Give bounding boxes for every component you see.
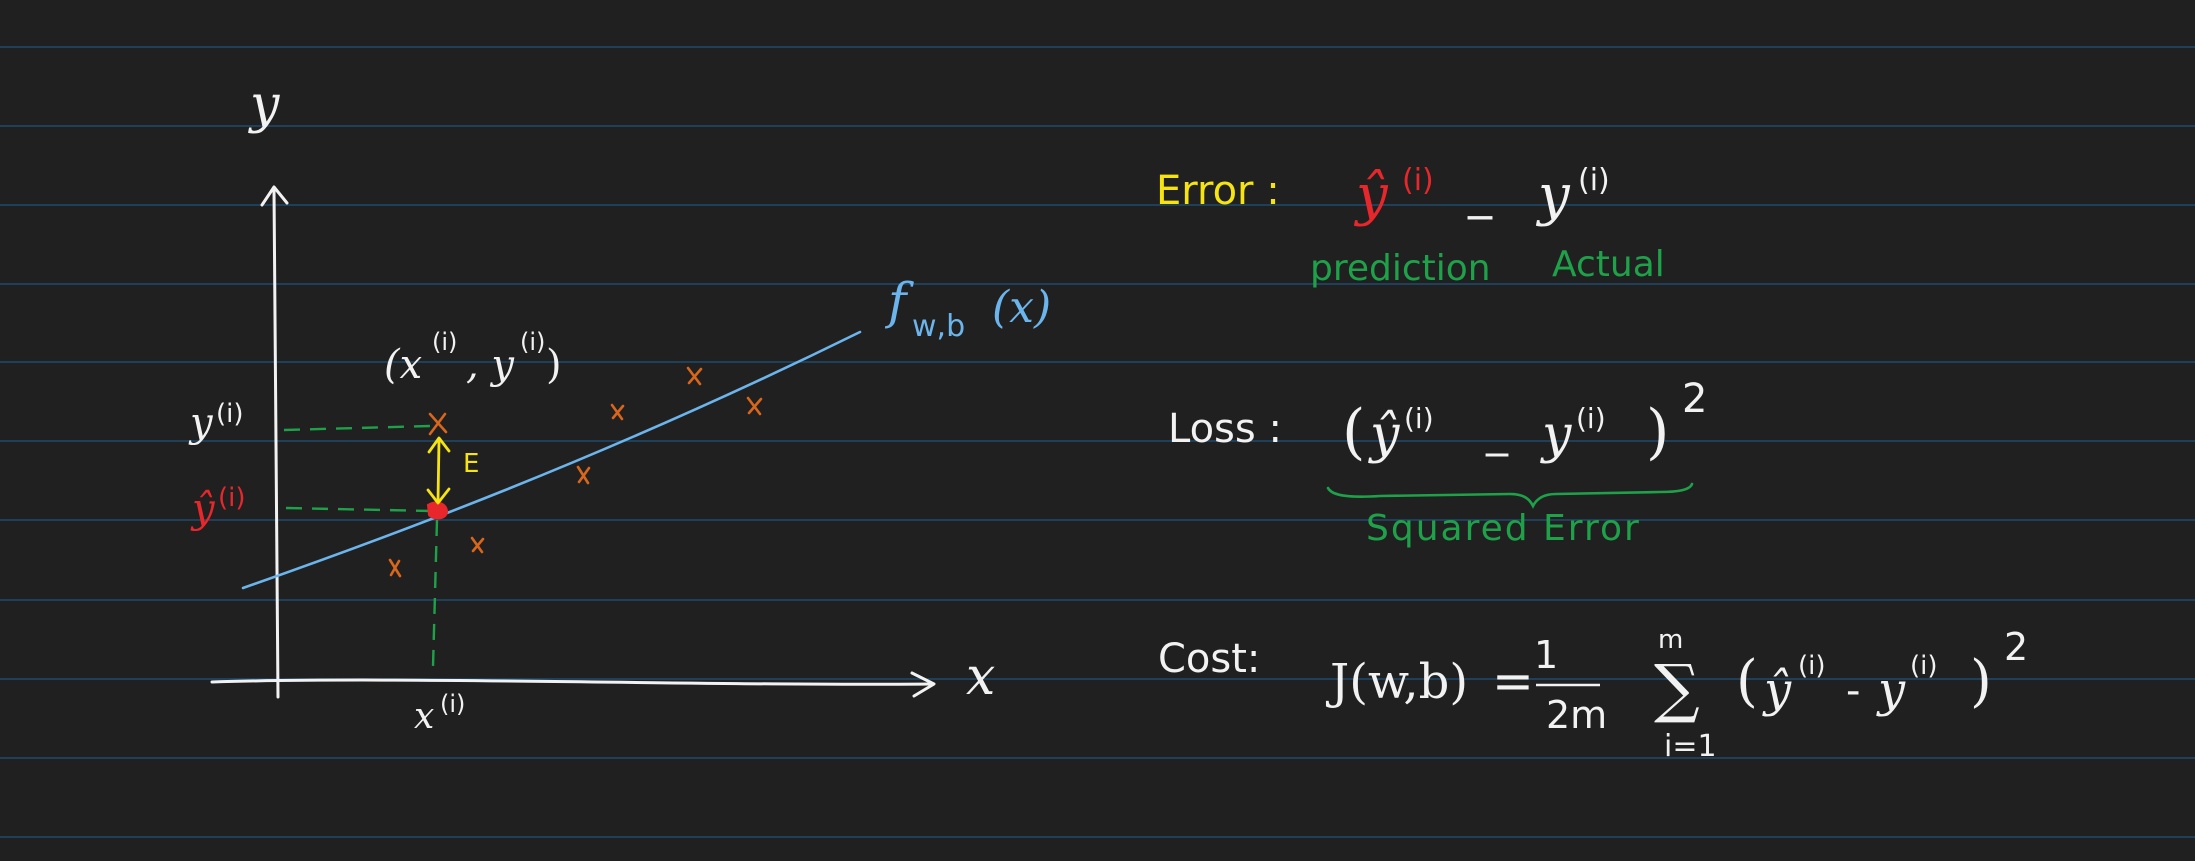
error-label: Error : [1156,168,1280,214]
cost-equation: Cost: J(w,b) = 1 2m m ∑ i=1 ( ŷ (i) - y … [1158,625,2028,764]
cost-open-paren: ( [1736,649,1758,714]
model-argument: (x) [992,282,1051,333]
x-i-dashed-guide [431,519,439,668]
point-label-x-sup: (i) [432,328,457,356]
error-y-hat: ŷ [1353,163,1389,228]
cost-sum-lower: i=1 [1664,729,1717,764]
model-function-label: f w,b (x) [884,272,1051,344]
predicted-point [426,501,449,520]
cost-sigma: ∑ [1654,652,1700,726]
x-axis [210,678,932,686]
point-label-open: (x [384,342,422,388]
y-hat-letter: ŷ [190,486,216,532]
point-coordinate-label: (x (i) , y (i) ) [384,328,562,388]
data-point [746,396,763,416]
data-point [388,558,402,578]
data-point [576,465,591,485]
cost-y-hat-sup: (i) [1798,651,1826,681]
x-axis-label: x [966,647,995,707]
cost-label: Cost: [1158,636,1260,682]
prediction-caption: prediction [1310,248,1491,289]
y-hat-axis-label: ŷ (i) [190,483,246,532]
error-y-sup: (i) [1578,163,1610,198]
error-y-hat-sup: (i) [1402,163,1434,198]
actual-caption: Actual [1552,244,1665,285]
loss-minus: _ [1485,406,1509,457]
cost-close-paren: ) [1970,649,1992,714]
x-i-letter: x [414,696,434,737]
y-i-axis-label: y (i) [188,399,244,446]
data-point [610,403,625,421]
error-arrow [426,436,451,505]
y-axis-label: y [248,75,280,135]
loss-underbrace [1326,482,1694,509]
error-mark-label: E [463,449,479,479]
ruled-lines [0,46,2195,838]
cost-minus: - [1846,668,1860,714]
loss-equation: Loss : ( ŷ (i) _ y (i) ) 2 Squared Error [1168,376,1707,549]
cost-y-sup: (i) [1910,651,1938,681]
error-minus: _ [1467,164,1493,220]
model-subscript: w,b [912,309,965,344]
loss-y-hat: ŷ [1368,405,1400,465]
regression-line [241,330,862,590]
loss-power: 2 [1682,376,1707,422]
x-i-superscript: (i) [440,690,465,718]
loss-y-sup: (i) [1576,402,1606,435]
model-f: f [884,272,914,330]
data-point [470,536,485,554]
loss-y-hat-sup: (i) [1404,402,1434,435]
loss-label: Loss : [1168,406,1282,452]
y-i-letter: y [188,400,214,446]
regression-plot: y x E y (i) [188,75,1051,737]
cost-fraction-numerator: 1 [1534,633,1558,677]
y-i-superscript: (i) [216,399,244,429]
cost-y: y [1876,662,1906,718]
cost-fraction-denominator: 2m [1546,693,1607,737]
error-y: y [1535,163,1571,228]
loss-y: y [1540,405,1572,465]
y-i-dashed-guide [283,424,431,432]
x-axis-arrowhead [910,671,936,698]
loss-close-paren: ) [1646,397,1669,467]
y-hat-superscript: (i) [218,483,246,513]
data-point [686,366,703,386]
x-i-axis-label: x (i) [414,690,465,737]
point-label-y-sup: (i) [520,328,545,356]
y-axis [272,188,280,699]
point-label-comma-y: , y [466,342,515,388]
cost-equals: = [1492,652,1534,710]
cost-sum-upper: m [1658,625,1683,655]
cost-y-hat: ŷ [1762,662,1792,718]
y-hat-dashed-guide [285,506,433,513]
error-equation: Error : ŷ (i) _ y (i) prediction Actual [1156,163,1665,289]
data-point-highlighted [428,412,448,436]
point-label-close: ) [546,342,562,388]
cost-lhs: J(w,b) [1325,654,1468,710]
squared-error-caption: Squared Error [1366,508,1641,549]
y-axis-arrowhead [260,185,289,207]
data-points [388,366,763,578]
loss-open-paren: ( [1342,397,1365,467]
cost-power: 2 [2004,625,2028,669]
